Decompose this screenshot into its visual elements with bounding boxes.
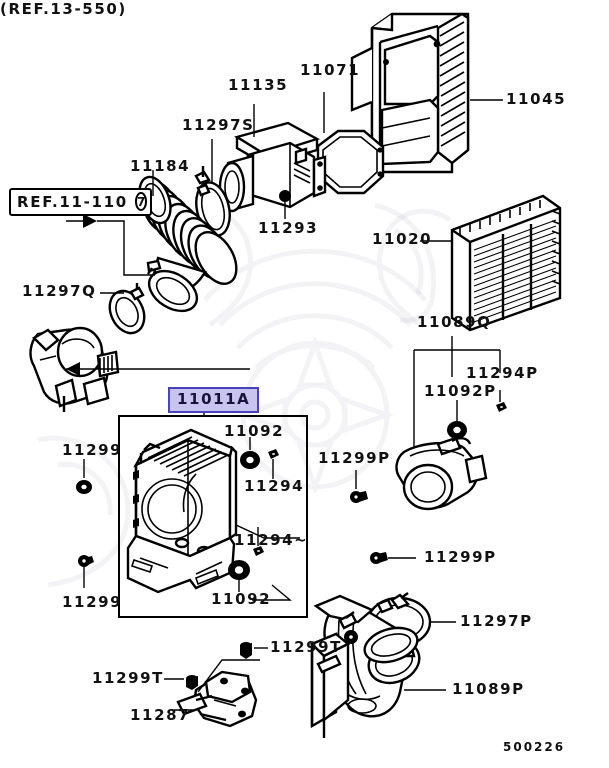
part-label-11092-lower[interactable]: 11092: [211, 590, 272, 608]
part-label-11071[interactable]: 11071: [300, 61, 361, 79]
diagram-number: 500226: [503, 740, 566, 754]
part-label-11299-upper[interactable]: 11299: [62, 441, 123, 459]
reference-badge-7: 7: [134, 192, 148, 211]
part-art-11299T-left: [164, 675, 198, 690]
part-art-11294P: [496, 390, 507, 412]
part-label-11293[interactable]: 11293: [258, 219, 319, 237]
part-art-11299P-upper: [350, 470, 368, 503]
part-art-11089Q: [395, 436, 488, 511]
part-label-11299P-upper[interactable]: 11299P: [318, 449, 391, 467]
reference-label-13-550[interactable]: (REF.13-550): [0, 0, 127, 18]
part-art-throttle-body: [29, 326, 120, 412]
part-art-11092-lower: [228, 560, 250, 580]
part-label-11299P-lower[interactable]: 11299P: [424, 548, 497, 566]
part-label-11299T-right[interactable]: 11299T: [270, 638, 343, 656]
part-label-11184[interactable]: 11184: [130, 157, 191, 175]
part-art-11297Q: [108, 283, 146, 335]
part-label-11297S[interactable]: 11297S: [182, 116, 255, 134]
part-art-11184: [138, 175, 238, 313]
part-art-11135: [218, 121, 327, 213]
part-art-11299-lower: [78, 555, 94, 567]
part-label-11045[interactable]: 11045: [506, 90, 567, 108]
part-art-11299-upper: [76, 480, 92, 494]
highlighted-part-11011A[interactable]: 11011A: [168, 387, 260, 414]
leader-box-right-lower: [252, 584, 292, 601]
part-art-11092-upper: [240, 451, 260, 469]
part-art-11092P: [447, 400, 467, 439]
part-label-11297Q[interactable]: 11297Q: [22, 282, 97, 300]
part-art-11071: [316, 129, 385, 195]
reference-label-11-110: REF.11-110: [17, 192, 128, 211]
part-art-11293: [279, 190, 291, 202]
part-label-11299-lower[interactable]: 11299: [62, 593, 123, 611]
part-label-11294-upper[interactable]: 11294: [244, 477, 305, 495]
bracket-tree-11089Q: [413, 336, 501, 450]
part-label-11089Q[interactable]: 11089Q: [417, 313, 492, 331]
leader-box-right-upper: [235, 524, 300, 539]
part-art-11294-upper: [268, 449, 279, 459]
part-art-11294-lower: [253, 546, 264, 556]
arrow-ref-13-550: [66, 362, 250, 376]
part-label-11092-upper[interactable]: 11092: [224, 422, 285, 440]
part-label-11294-lower[interactable]: 11294~: [234, 531, 309, 549]
part-art-11299P-lower: [370, 552, 416, 564]
air-cleaner-body-group-box: [118, 415, 308, 618]
part-art-11020: [450, 194, 562, 332]
part-label-11297P[interactable]: 11297P: [460, 612, 533, 630]
part-label-11135[interactable]: 11135: [228, 76, 289, 94]
part-art-11089P: [309, 594, 421, 738]
part-art-11299T-right: [240, 642, 268, 659]
part-label-11299T-left[interactable]: 11299T: [92, 669, 165, 687]
part-label-11287[interactable]: 11287: [130, 706, 191, 724]
part-label-11020[interactable]: 11020: [372, 230, 433, 248]
reference-box-11-110[interactable]: REF.11-110 7: [9, 188, 152, 216]
part-label-11294P[interactable]: 11294P: [466, 364, 539, 382]
part-art-11287: [176, 670, 258, 728]
part-label-11092P[interactable]: 11092P: [424, 382, 497, 400]
part-art-11297S: [194, 166, 231, 237]
part-label-11089P[interactable]: 11089P: [452, 680, 525, 698]
leader-box-to-bracket: [197, 659, 260, 693]
arrow-ref-11-110: [66, 214, 155, 276]
